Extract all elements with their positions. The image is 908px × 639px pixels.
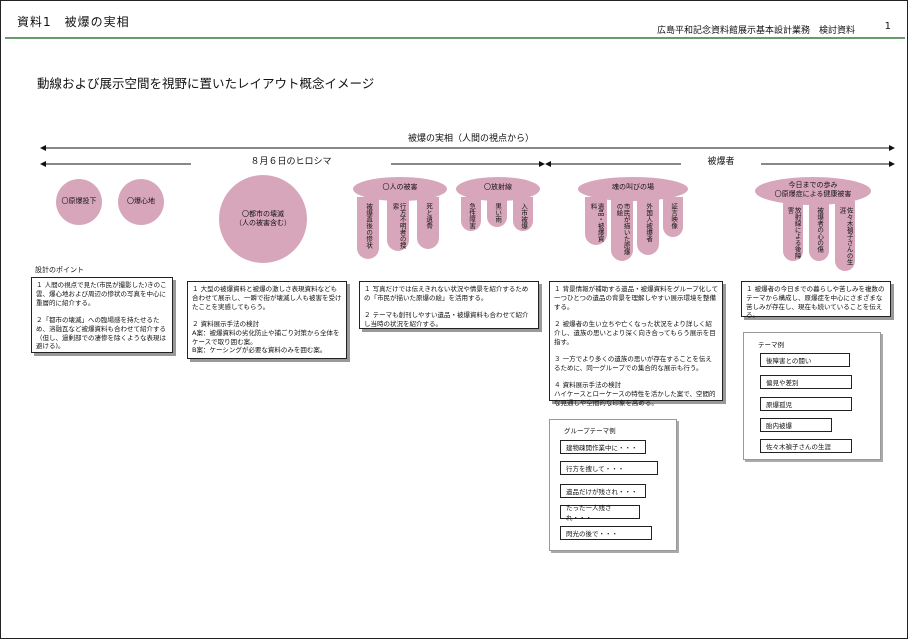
circle-city-destruction: 〇都市の壊滅 （人の被害含む）	[219, 175, 307, 263]
group-soul-item: 外国人被爆者	[637, 197, 659, 255]
design-point-box: １ 写真だけでは伝えきれない状況や情景を紹介するための「市民が描いた原爆の絵」を…	[359, 281, 539, 329]
theme-title: テーマ例	[758, 341, 784, 349]
group-today-item: 被爆者の心の傷	[809, 201, 829, 261]
overall-arrow-label: 被爆の実相（人間の視点から）	[407, 134, 534, 144]
group-theme-item: たった一人残され・・・	[560, 504, 640, 522]
group-soul-item: 遺品・被爆資料	[585, 197, 607, 245]
design-points-label: 設計のポイント	[35, 266, 84, 274]
design-point-box: １ 背景情報が補助する遺品・被爆資料をグループ化して一つひとつの遺品の背景を理解…	[549, 281, 723, 407]
doc-title: 資料1 被爆の実相	[17, 15, 130, 29]
group-human-damage-item: 行方不明者の捜索	[387, 197, 409, 251]
group-today-title: 今日までの歩み 〇原爆症による健康被害	[755, 177, 871, 205]
group-theme-title: グループテーマ例	[564, 427, 616, 435]
circle-hypocenter: 〇爆心地	[118, 179, 164, 225]
header-rule	[5, 37, 905, 39]
group-soul-item: 証言映像	[663, 197, 683, 237]
group-radiation-item: 黒い雨	[487, 197, 507, 227]
group-theme-item: 建物疎開作業中に・・・	[560, 440, 646, 454]
theme-item: 胎内被爆	[760, 418, 832, 432]
page-subtitle: 動線および展示空間を視野に置いたレイアウト概念イメージ	[37, 76, 375, 91]
design-point-box: １ 大型の被爆資料と被爆の激しさ表現資料なども合わせて展示し、一瞬で街が壊滅し人…	[187, 281, 347, 359]
group-theme-item: 遺品だけが残され・・・	[560, 484, 646, 498]
group-radiation-item: 急性障害	[461, 197, 481, 231]
theme-item: 原爆孤児	[760, 397, 852, 411]
group-radiation-item: 入市被爆	[513, 197, 533, 231]
group-theme-item: 閃光の後で・・・	[560, 526, 652, 540]
page-number: 1	[884, 21, 891, 32]
design-point-box: １ 人間の視点で見た(市民が撮影した)きのこ雲、爆心地および周辺の惨状の写真を中…	[31, 277, 173, 353]
group-theme-panel: グループテーマ例 建物疎開作業中に・・・ 行方を捜して・・・ 遺品だけが残され・…	[549, 419, 677, 551]
group-theme-item: 行方を捜して・・・	[560, 461, 658, 475]
theme-item: 後障害との闘い	[760, 353, 850, 367]
theme-item: 佐々木禎子さんの生涯	[760, 439, 852, 453]
hiroshima-arrow-label: ８月６日のヒロシマ	[191, 154, 391, 167]
hibakusha-arrow-label: 被爆者	[681, 154, 761, 167]
doc-source: 広島平和記念資料館展示基本設計業務 検討資料	[656, 26, 855, 36]
circle-atomic-bombing: 〇原爆投下	[56, 179, 102, 225]
theme-item: 偏見や差別	[760, 375, 852, 389]
group-human-damage-item: 死と遺骨	[417, 197, 439, 249]
group-today-item: 佐々木禎子さんの生涯	[835, 201, 855, 271]
theme-panel: テーマ例 後障害との闘い 偏見や差別 原爆孤児 胎内被爆 佐々木禎子さんの生涯	[743, 332, 881, 460]
group-today-item: 放射線による後障害	[783, 201, 803, 261]
design-point-box: １ 被爆者の今日までの暮らしや苦しみを複数のテーマから構成し、原爆症を中心にさま…	[741, 281, 891, 319]
group-soul-item: 市民が描いた原爆の絵	[611, 197, 633, 261]
group-human-damage-item: 被爆直後の惨状	[357, 197, 379, 259]
